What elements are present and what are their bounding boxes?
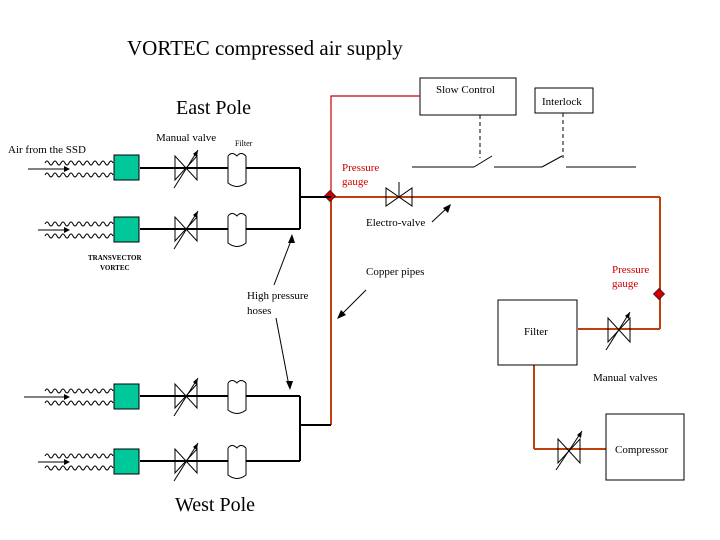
pressure-gauge-label-2a: Pressure	[612, 264, 649, 276]
copper-pipes-label: Copper pipes	[366, 266, 424, 278]
main-filter-box: Filter	[497, 299, 578, 366]
high-pressure-label-2: hoses	[247, 305, 271, 317]
manual-valve-east-1	[173, 149, 199, 189]
transvector-label-2: VORTEC	[100, 264, 130, 272]
interlock-box: Interlock	[534, 87, 594, 114]
manual-valves-poles	[173, 149, 199, 482]
signal-line	[330, 95, 420, 197]
air-inputs	[24, 160, 114, 471]
transvector-label-1: TRANSVECTOR	[88, 254, 142, 262]
pole-filters	[227, 153, 247, 479]
electro-valve	[385, 182, 413, 207]
east-pole-heading: East Pole	[176, 97, 251, 119]
vortec-unit-west-2	[113, 448, 140, 475]
pressure-gauge-label-2b: gauge	[612, 278, 638, 290]
vortec-unit-east-1	[113, 154, 140, 181]
manual-valve-label: Manual valve	[156, 132, 216, 144]
manual-valve-west-1	[173, 377, 199, 417]
electro-valve-label: Electro-valve	[366, 217, 425, 229]
air-from-ssd-label: Air from the SSD	[8, 144, 86, 156]
pole-filter-west-1	[227, 380, 247, 414]
copper-pipes	[330, 196, 661, 450]
control-switches	[412, 155, 636, 168]
pointer-arrows	[273, 204, 451, 390]
manual-valves-label: Manual valves	[593, 372, 657, 384]
pressure-gauge-label-1b: gauge	[342, 176, 368, 188]
pole-filter-east-2	[227, 213, 247, 247]
east-pole-hoses	[140, 167, 331, 230]
compressor-box: Compressor	[605, 413, 685, 481]
slow-control-label: Slow Control	[436, 84, 495, 96]
west-pole-hoses	[140, 395, 331, 462]
pressure-gauge-label-1a: Pressure	[342, 162, 379, 174]
pressure-gauge-compressor	[652, 287, 666, 301]
compressor-label: Compressor	[615, 444, 669, 456]
interlock-label: Interlock	[542, 96, 582, 108]
manual-valve-upper	[605, 311, 631, 351]
filter-small-label: Filter	[235, 139, 253, 148]
slow-control-box: Slow Control	[419, 77, 517, 116]
pole-filter-west-2	[227, 445, 247, 479]
pole-filter-east-1	[227, 153, 247, 187]
high-pressure-label-1: High pressure	[247, 290, 309, 302]
manual-valve-lower	[555, 430, 583, 471]
diagram-title: VORTEC compressed air supply	[127, 36, 403, 60]
vortec-unit-east-2	[113, 216, 140, 243]
vortec-unit-west-1	[113, 383, 140, 410]
manual-valve-west-2	[173, 442, 199, 482]
manual-valve-east-2	[173, 210, 199, 250]
west-pole-heading: West Pole	[175, 494, 255, 516]
main-filter-label: Filter	[524, 326, 548, 338]
